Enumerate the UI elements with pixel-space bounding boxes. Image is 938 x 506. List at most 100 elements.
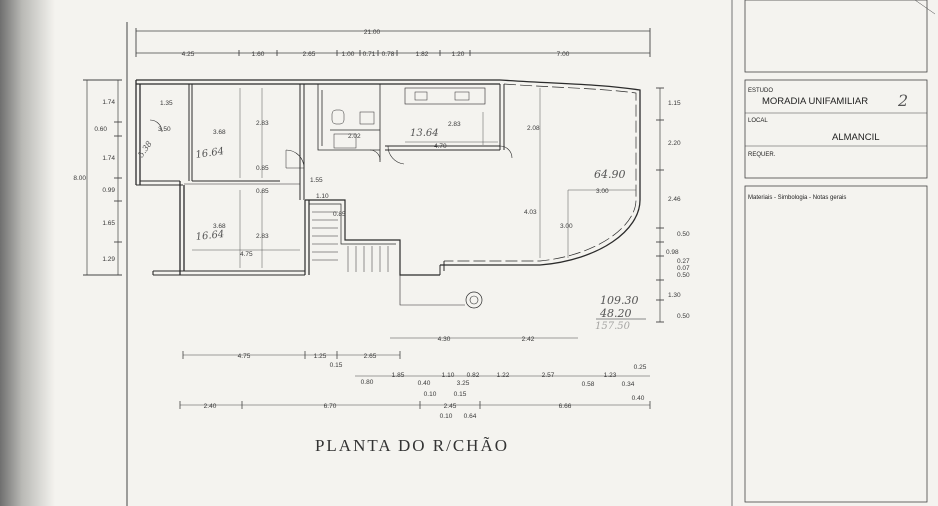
dim-right-seg: 0.07 — [677, 265, 690, 272]
dim-bottom-labels: 4.30 2.42 4.75 1.25 2.65 0.15 0.80 1.85 … — [204, 336, 647, 420]
dim-top-seg: 7.00 — [557, 51, 570, 58]
dim-bottom: 1.85 — [392, 372, 405, 379]
dim-bottom: 1.22 — [497, 372, 510, 379]
hand-room-area: 16.64 — [195, 146, 225, 161]
estudo-label: ESTUDO — [748, 88, 773, 94]
dim-right-seg: 2.46 — [668, 196, 681, 203]
top-dimension-lines — [135, 28, 651, 57]
dim-left-seg: 1.65 — [102, 220, 115, 227]
dim-bottom: 2.57 — [542, 372, 555, 379]
dim-interior: 4.03 — [524, 209, 537, 216]
dim-bottom: 2.45 — [444, 403, 457, 410]
hand-room-area: 16.64 — [195, 229, 225, 243]
dim-left-segments: 1.74 0.60 1.74 0.99 1.65 1.29 — [94, 99, 115, 263]
dim-right-seg: 0.98 — [666, 249, 679, 256]
dim-interior: 2.83 — [448, 121, 461, 128]
dim-overall-depth: 8.00 — [73, 175, 86, 182]
dim-left-seg: 1.74 — [102, 99, 115, 106]
dim-interior: 2.83 — [256, 233, 269, 240]
dim-interior-labels: 1.35 3.50 3.68 2.83 0.85 0.85 1.55 3.68 … — [158, 100, 609, 258]
hand-sum: 48.20 — [599, 307, 632, 320]
bottom-dimension-lines — [179, 337, 651, 409]
dim-interior: 4.70 — [434, 143, 447, 150]
dim-right-segments: 1.15 2.20 2.46 0.50 0.98 0.27 0.07 0.50 … — [666, 100, 690, 320]
right-dimension-lines — [656, 87, 664, 323]
local-label: LOCAL — [748, 118, 768, 124]
dim-interior: 0.85 — [256, 188, 269, 195]
dim-right-seg: 0.50 — [677, 313, 690, 320]
dim-top-seg: 1.00 — [342, 51, 355, 58]
dim-right-seg: 0.50 — [677, 272, 690, 279]
dim-right-seg: 0.50 — [677, 231, 690, 238]
local-value: ALMANCIL — [832, 132, 880, 143]
dim-interior: 3.50 — [158, 126, 171, 133]
dim-bottom: 0.15 — [330, 362, 343, 369]
dim-bottom: 0.15 — [454, 391, 467, 398]
dim-bottom: 6.70 — [324, 403, 337, 410]
drawing-title: PLANTA DO R/CHÃO — [315, 436, 509, 455]
hand-sum: 109.30 — [600, 294, 639, 307]
dim-right-seg: 1.15 — [668, 100, 681, 107]
estudo-value: MORADIA UNIFAMILIAR — [762, 96, 868, 107]
dim-interior: 0.85 — [256, 165, 269, 172]
left-dimension-lines — [83, 79, 122, 276]
dim-interior: 3.00 — [596, 188, 609, 195]
dim-interior: 2.83 — [256, 120, 269, 127]
dim-bottom: 0.40 — [632, 395, 645, 402]
dim-interior: 3.68 — [213, 223, 226, 230]
dim-interior: 2.02 — [348, 133, 361, 140]
dim-interior: 1.35 — [160, 100, 173, 107]
dim-right-seg: 1.30 — [668, 292, 681, 299]
dim-bottom: 0.82 — [467, 372, 480, 379]
dim-bottom: 1.23 — [604, 372, 617, 379]
dim-interior: 0.85 — [333, 211, 346, 218]
floor-plan — [135, 79, 641, 309]
dim-bottom: 1.25 — [314, 353, 327, 360]
dim-bottom: 2.40 — [204, 403, 217, 410]
hand-corner-area: 5.38 — [136, 139, 154, 159]
requer-label: REQUER. — [748, 152, 776, 158]
dim-bottom: 0.10 — [424, 391, 437, 398]
dim-top-seg: 1.20 — [452, 51, 465, 58]
dim-bottom: 4.75 — [238, 353, 251, 360]
dim-interior: 3.00 — [560, 223, 573, 230]
dim-left-seg: 1.74 — [102, 155, 115, 162]
dim-interior: 3.68 — [213, 129, 226, 136]
handwritten-notes: 16.64 16.64 13.64 64.90 109.30 48.20 157… — [136, 128, 646, 332]
dim-top-seg: 0.71 — [363, 51, 376, 58]
dim-interior: 4.75 — [240, 251, 253, 258]
dim-bottom: 3.25 — [457, 380, 470, 387]
dim-top-seg: 0.78 — [382, 51, 395, 58]
dim-left-seg: 0.99 — [102, 187, 115, 194]
dim-top-seg: 2.65 — [303, 51, 316, 58]
notes-label: Materiais - Simbologia - Notas gerais — [748, 195, 846, 201]
dim-interior: 1.55 — [310, 177, 323, 184]
estudo-mark: 2 — [897, 91, 908, 110]
hand-sum: 157.50 — [595, 321, 631, 332]
dim-overall-width: 21.00 — [364, 29, 381, 36]
dim-top-seg: 4.25 — [182, 51, 195, 58]
title-block — [744, 0, 936, 503]
dim-bottom: 0.80 — [361, 379, 374, 386]
dim-right-seg: 0.27 — [677, 258, 690, 265]
dim-bottom: 1.10 — [442, 372, 455, 379]
hand-living-area: 64.90 — [594, 168, 626, 181]
dim-bottom: 2.42 — [522, 336, 535, 343]
dim-left-seg: 1.29 — [102, 256, 115, 263]
dim-top-seg: 1.60 — [252, 51, 265, 58]
dim-interior: 1.10 — [316, 193, 329, 200]
dim-bottom: 0.34 — [622, 381, 635, 388]
dim-bottom: 6.66 — [559, 403, 572, 410]
dim-bottom: 2.65 — [364, 353, 377, 360]
hand-kitchen-area: 13.64 — [410, 128, 439, 139]
dim-interior: 2.08 — [527, 125, 540, 132]
dim-top-segments: 4.25 1.60 2.65 1.00 0.71 0.78 1.82 1.20 … — [182, 51, 570, 58]
binding-shadow — [0, 0, 55, 506]
dim-bottom: 0.64 — [464, 413, 477, 420]
dim-bottom: 4.30 — [438, 336, 451, 343]
dim-bottom: 0.10 — [440, 413, 453, 420]
dim-top-seg: 1.82 — [416, 51, 429, 58]
dim-bottom: 0.58 — [582, 381, 595, 388]
dim-right-seg: 2.20 — [668, 140, 681, 147]
